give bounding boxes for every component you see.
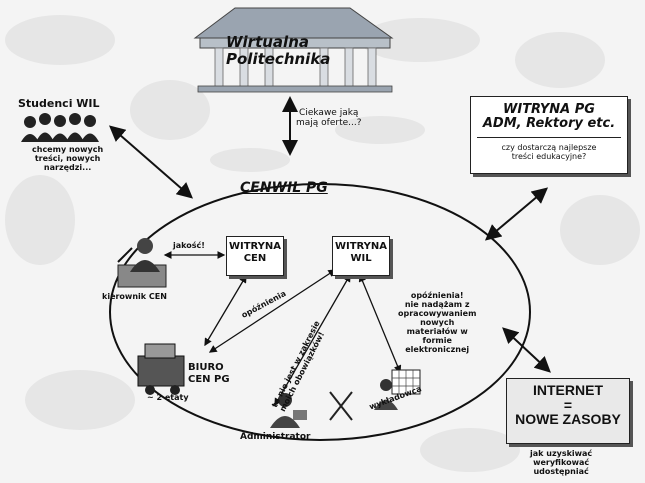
lecturer-icon bbox=[374, 369, 421, 410]
witryna-cen-label: WITRYNA CEN bbox=[228, 241, 282, 264]
witryna-pg-question: czy dostarczą najlepsze treści edukacyjn… bbox=[501, 142, 597, 161]
cenwil-title: CENWIL PG bbox=[240, 180, 328, 196]
witryna-wil-label: WITRYNA WIL bbox=[334, 241, 388, 264]
administrator-icon bbox=[270, 393, 307, 428]
manager-icon bbox=[117, 238, 167, 288]
cenwil-ellipse bbox=[109, 183, 531, 441]
arrow-internet-cenwil bbox=[502, 327, 551, 373]
studenci-title: Studenci WIL bbox=[18, 97, 100, 110]
building-icon bbox=[193, 7, 394, 93]
office-icon bbox=[137, 343, 185, 395]
etaty-label: ~ 2 etaty bbox=[147, 393, 189, 402]
students-icon bbox=[21, 113, 99, 142]
witryna-wil-box: WITRYNA WIL bbox=[332, 236, 390, 276]
ciekawe-label: Ciekawe jaką mają oferte...? bbox=[296, 108, 362, 129]
arrow-cen-biuro bbox=[204, 274, 247, 347]
arrow-studenci-cenwil bbox=[108, 125, 194, 199]
witryna-pg-box: WITRYNA PG ADM, Rektory etc. czy dostarc… bbox=[470, 96, 628, 174]
internet-label: INTERNET = NOWE ZASOBY bbox=[515, 382, 621, 428]
arrow-wil-admin bbox=[274, 273, 351, 407]
witryna-pg-title: WITRYNA PG ADM, Rektory etc. bbox=[477, 102, 621, 138]
opoznienia-wil-label: opóźnienia! nie nadążam z opracowywaniem… bbox=[398, 291, 477, 354]
kierownik-label: kierownik CEN bbox=[102, 292, 167, 301]
witryna-cen-box: WITRYNA CEN bbox=[226, 236, 284, 276]
administrator-label: Administrator bbox=[240, 432, 311, 442]
internet-box: INTERNET = NOWE ZASOBY bbox=[506, 378, 630, 444]
virtual-politechnika-label: Wirtualna Politechnika bbox=[226, 33, 331, 69]
internet-text: jak uzyskiwać weryfikować udostępniać bbox=[530, 449, 593, 476]
biuro-label: BIURO CEN PG bbox=[188, 362, 230, 385]
jakosc-label: jakość! bbox=[173, 241, 205, 250]
studenci-text: chcemy nowych treści, nowych narzędzi... bbox=[32, 145, 104, 173]
swords-icon bbox=[329, 391, 353, 421]
arrow-witrynapg-cenwil bbox=[484, 187, 549, 241]
arrow-wil-wykladowca bbox=[358, 273, 402, 374]
